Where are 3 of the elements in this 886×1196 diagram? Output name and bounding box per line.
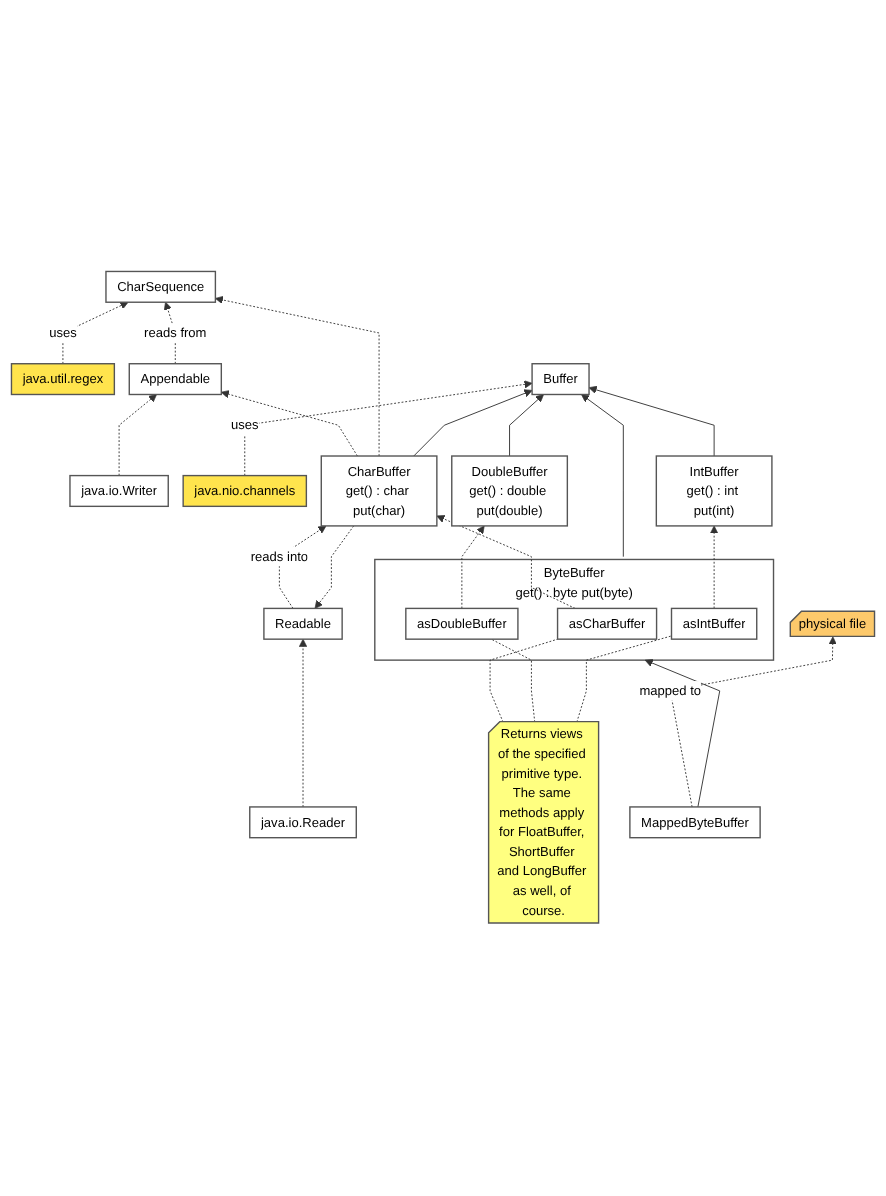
connector (576, 636, 672, 724)
connector (490, 639, 536, 724)
connector (489, 639, 559, 724)
